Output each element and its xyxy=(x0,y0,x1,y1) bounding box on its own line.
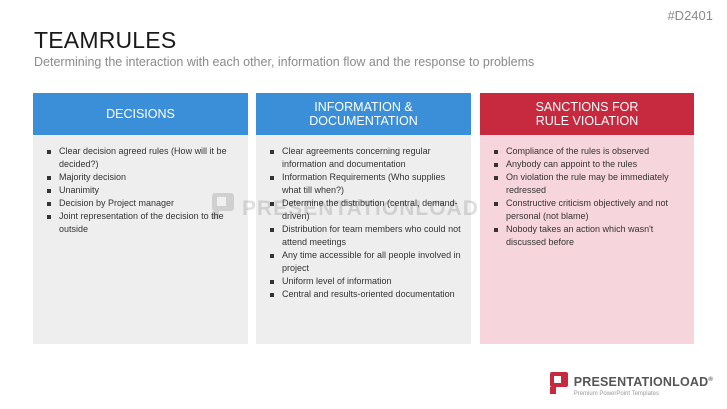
slide-code: #D2401 xyxy=(667,8,713,23)
logo-tagline: Premium PowerPoint Templates xyxy=(573,390,659,397)
bullet-list: Clear agreements concerning regular info… xyxy=(270,145,461,301)
bullet-list: Clear decision agreed rules (How will it… xyxy=(47,145,238,236)
card-heading-line: INFORMATION & xyxy=(314,100,413,114)
list-item: Joint representation of the decision to … xyxy=(47,210,238,236)
list-item: Distribution for team members who could … xyxy=(270,223,461,249)
bullet-list: Compliance of the rules is observed Anyb… xyxy=(494,145,684,249)
card-body-decisions: Clear decision agreed rules (How will it… xyxy=(33,135,248,344)
presentationload-p-logo-icon xyxy=(549,372,568,399)
list-item: On violation the rule may be immediately… xyxy=(494,171,684,197)
list-item: Majority decision xyxy=(47,171,238,184)
card-sanctions: SANCTIONS FOR RULE VIOLATION Compliance … xyxy=(480,93,694,344)
presentationload-logo: PRESENTATIONLOAD® Premium PowerPoint Tem… xyxy=(549,372,713,399)
card-header-decisions: DECISIONS xyxy=(33,93,248,135)
list-item: Uniform level of information xyxy=(270,275,461,288)
list-item: Nobody takes an action which wasn't disc… xyxy=(494,223,684,249)
card-heading-line: RULE VIOLATION xyxy=(535,114,639,128)
card-heading-line: DOCUMENTATION xyxy=(309,114,418,128)
card-body-information-documentation: Clear agreements concerning regular info… xyxy=(256,135,471,344)
list-item: Unanimity xyxy=(47,184,238,197)
list-item: Any time accessible for all people invol… xyxy=(270,249,461,275)
list-item: Determine the distribution (central, dem… xyxy=(270,197,461,223)
list-item: Clear agreements concerning regular info… xyxy=(270,145,461,171)
card-heading-line: SANCTIONS FOR xyxy=(535,100,639,114)
card-body-sanctions: Compliance of the rules is observed Anyb… xyxy=(480,135,694,344)
list-item: Central and results-oriented documentati… xyxy=(270,288,461,301)
card-heading-line: DECISIONS xyxy=(106,107,175,121)
logo-name: PRESENTATIONLOAD® xyxy=(573,375,713,390)
list-item: Anybody can appoint to the rules xyxy=(494,158,684,171)
list-item: Compliance of the rules is observed xyxy=(494,145,684,158)
list-item: Constructive criticism objectively and n… xyxy=(494,197,684,223)
card-header-information-documentation: INFORMATION & DOCUMENTATION xyxy=(256,93,471,135)
list-item: Clear decision agreed rules (How will it… xyxy=(47,145,238,171)
card-header-sanctions: SANCTIONS FOR RULE VIOLATION xyxy=(480,93,694,135)
card-information-documentation: INFORMATION & DOCUMENTATION Clear agreem… xyxy=(256,93,471,344)
card-decisions: DECISIONS Clear decision agreed rules (H… xyxy=(33,93,248,344)
slide-title: TEAMRULES xyxy=(34,27,177,53)
list-item: Information Requirements (Who supplies w… xyxy=(270,171,461,197)
list-item: Decision by Project manager xyxy=(47,197,238,210)
slide-subtitle: Determining the interaction with each ot… xyxy=(34,55,535,69)
